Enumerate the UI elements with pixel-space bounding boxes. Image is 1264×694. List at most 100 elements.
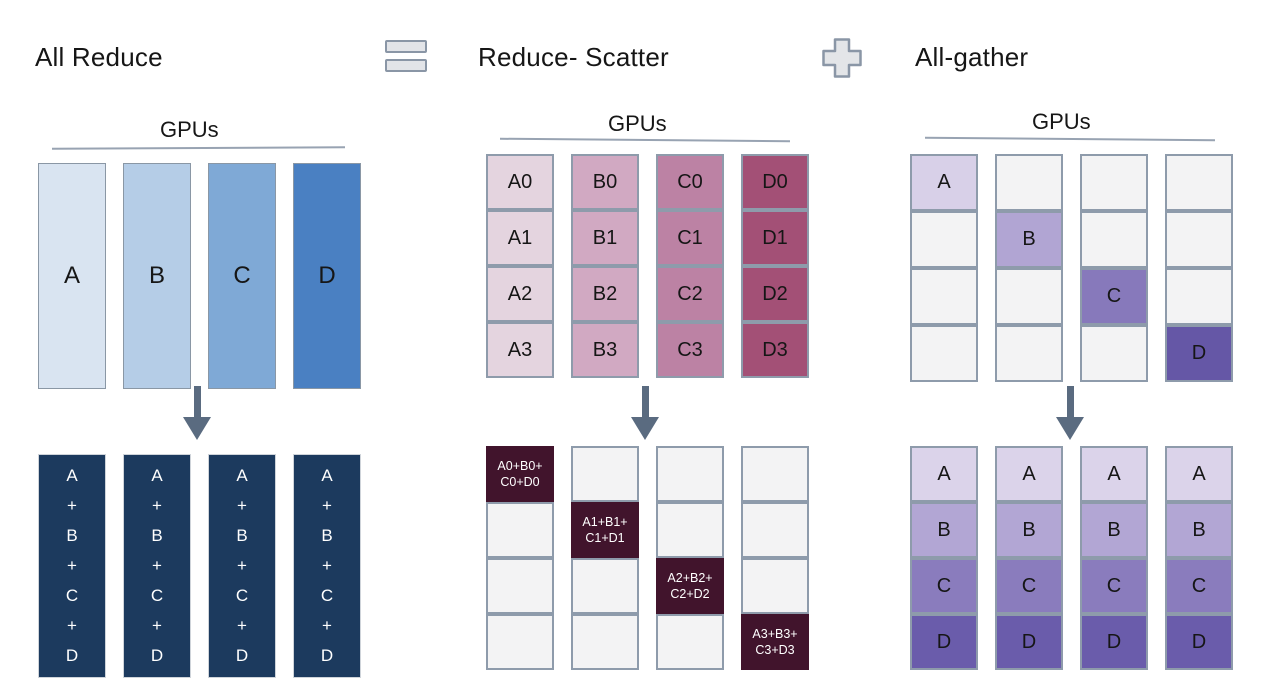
grid-cell: C2 (656, 266, 724, 322)
sum-cell: A3+B3+C3+D3 (741, 614, 809, 670)
shard-cell: B (995, 502, 1063, 558)
empty-cell (995, 325, 1063, 382)
gpus-underline (924, 136, 1216, 142)
grid-cell: D0 (741, 154, 809, 210)
gpu-column: A (38, 163, 106, 389)
shard-cell: A (1165, 446, 1233, 502)
down-arrow-icon (631, 386, 659, 440)
grid-cell: A1 (486, 210, 554, 266)
shard-cell: D (910, 614, 978, 670)
gpu-column: A1+B1+C1+D1 (571, 446, 639, 670)
shard-cell: C (1080, 558, 1148, 614)
empty-cell (571, 558, 639, 614)
down-arrow-icon (183, 386, 211, 440)
gpu-sum-column: A+B+C+D (38, 454, 106, 678)
empty-cell (910, 211, 978, 268)
sum-line: A2+B2+ (667, 570, 713, 585)
sum-line: + (67, 556, 77, 575)
title-all-gather: All-gather (915, 42, 1029, 72)
empty-cell (1165, 154, 1233, 211)
shard-cell: C (910, 558, 978, 614)
gpus-underline (499, 137, 791, 143)
sum-line: + (152, 556, 162, 575)
grid-cell: C0 (656, 154, 724, 210)
equals-bar (385, 59, 427, 72)
shard-cell: B (995, 211, 1063, 268)
arrow-shaft (641, 386, 649, 417)
sum-cell: A1+B1+C1+D1 (571, 502, 639, 558)
grid-cell: B2 (571, 266, 639, 322)
sum-line: + (322, 556, 332, 575)
empty-cell (741, 502, 809, 558)
empty-cell (741, 558, 809, 614)
gpu-column: D (293, 163, 361, 389)
arrow-head (1056, 417, 1084, 440)
empty-cell (486, 502, 554, 558)
empty-cell (656, 502, 724, 558)
shard-cell: A (910, 154, 978, 211)
empty-cell (1080, 154, 1148, 211)
gpu-column: C (1080, 154, 1148, 382)
sum-line: A (236, 466, 248, 485)
title-all-reduce: All Reduce (35, 42, 163, 72)
arrow-head (183, 417, 211, 440)
sum-line: + (67, 496, 77, 515)
gpu-column: C (208, 163, 276, 389)
sum-line: C2+D2 (670, 587, 710, 601)
down-arrow-icon (1056, 386, 1084, 440)
grid-cell: A3 (486, 322, 554, 378)
sum-line: D (320, 646, 334, 665)
grid-cell: A0 (486, 154, 554, 210)
grid-cell: C3 (656, 322, 724, 378)
sum-line: + (67, 616, 77, 635)
empty-cell (486, 558, 554, 614)
shard-cell: C (1165, 558, 1233, 614)
sum-line: D (235, 646, 249, 665)
sum-line: A0+B0+ (497, 458, 543, 473)
shard-cell: A (1080, 446, 1148, 502)
gpu-column: A3+B3+C3+D3 (741, 446, 809, 670)
gpu-sum-column: A+B+C+D (123, 454, 191, 678)
sum-line: C (150, 586, 164, 605)
grid-cell: D1 (741, 210, 809, 266)
plus-icon (820, 36, 864, 80)
sum-line: C (235, 586, 249, 605)
arrow-shaft (193, 386, 201, 417)
sum-line: B (151, 526, 163, 545)
gpu-column: B (995, 154, 1063, 382)
sum-line: + (237, 496, 247, 515)
shard-cell: B (1080, 502, 1148, 558)
grid-cell: C1 (656, 210, 724, 266)
gpu-sum-column: A+B+C+D (293, 454, 361, 678)
sum-line: C1+D1 (585, 531, 625, 545)
gpu-column: A (910, 154, 978, 382)
shard-cell: B (1165, 502, 1233, 558)
sum-line: + (322, 616, 332, 635)
gpu-column: A2+B2+ C2+D2 (656, 446, 724, 670)
arrow-head (631, 417, 659, 440)
sum-cell: A0+B0+ C0+D0 (486, 446, 554, 502)
empty-cell (910, 268, 978, 325)
shard-cell: D (1165, 325, 1233, 382)
gpus-underline (51, 146, 346, 150)
sum-line: B (321, 526, 333, 545)
empty-cell (1165, 211, 1233, 268)
sum-line: B (236, 526, 248, 545)
gpu-sum-column: A+B+C+D (208, 454, 276, 678)
sum-line: C0+D0 (500, 475, 540, 489)
empty-cell (486, 614, 554, 670)
shard-cell: B (910, 502, 978, 558)
sum-line: C (65, 586, 79, 605)
gpu-column: B (123, 163, 191, 389)
